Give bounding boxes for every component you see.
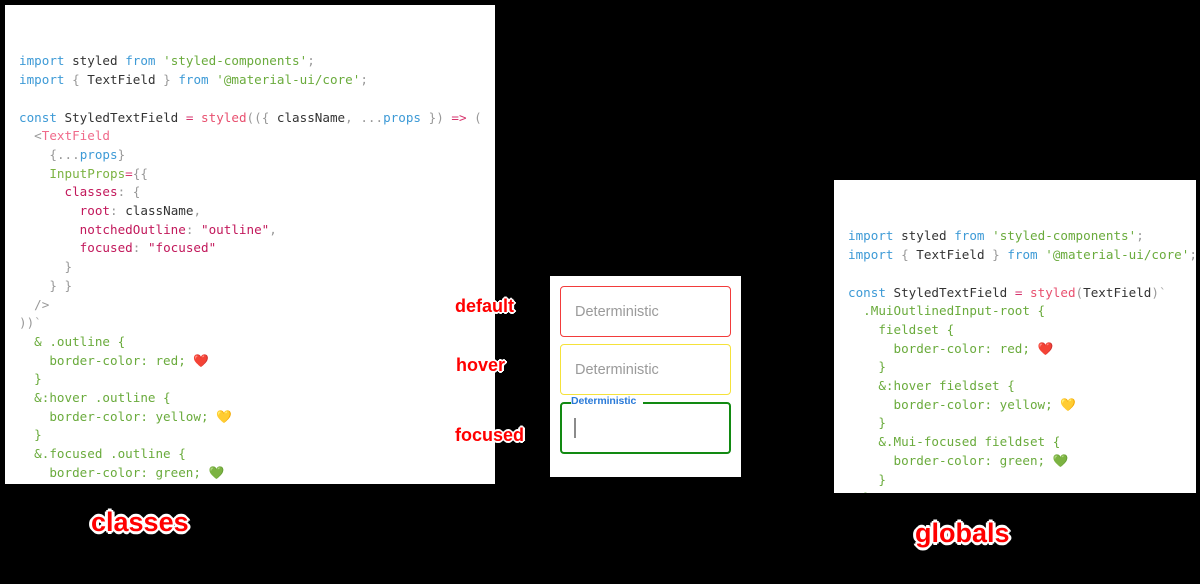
textfield-hover-placeholder: Deterministic xyxy=(575,361,659,378)
code-line: import { TextField } from '@material-ui/… xyxy=(19,72,368,88)
code-block-globals: import styled from 'styled-components'; i… xyxy=(848,227,1196,493)
code-line xyxy=(19,90,495,109)
code-line: } } xyxy=(49,277,73,293)
code-line: border-color: yellow; 💛 xyxy=(848,396,1076,412)
code-line: &:hover .outline { xyxy=(19,390,171,406)
textfield-focused[interactable]: Deterministic xyxy=(560,395,731,454)
code-line: & .outline { xyxy=(19,333,126,349)
code-line: &.focused .outline { xyxy=(19,446,186,462)
code-line: root: className, xyxy=(79,203,202,219)
code-line: border-color: green; 💚 xyxy=(19,464,225,480)
code-line: import styled from 'styled-components'; xyxy=(19,53,315,69)
code-line: border-color: yellow; 💛 xyxy=(19,408,232,424)
code-line: focused: "focused" xyxy=(79,240,217,256)
code-line: border-color: red; ❤️ xyxy=(848,340,1054,356)
code-line: } xyxy=(19,483,495,485)
code-line: border-color: red; ❤️ xyxy=(19,352,210,368)
code-line: InputProps={{ xyxy=(49,165,148,181)
code-line: ))` xyxy=(19,315,42,331)
code-line: } xyxy=(848,415,886,431)
caption-classes: classes xyxy=(91,507,189,537)
code-line: classes: { xyxy=(64,184,141,200)
textfield-default[interactable]: Deterministic xyxy=(560,286,731,337)
code-line: .MuiOutlinedInput-root { xyxy=(848,303,1046,319)
code-block-classes: import styled from 'styled-components'; i… xyxy=(19,52,495,484)
code-line: notchedOutline: "outline", xyxy=(79,221,277,237)
code-line xyxy=(848,265,1196,284)
textfield-focused-label: Deterministic xyxy=(571,395,637,407)
code-line: fieldset { xyxy=(848,321,955,337)
code-line: &:hover fieldset { xyxy=(848,378,1015,394)
code-line: {...props} xyxy=(49,146,126,162)
code-line: } xyxy=(19,427,42,443)
caption-globals: globals xyxy=(915,518,1010,548)
code-line: <TextField xyxy=(34,128,111,144)
code-line: /> xyxy=(34,296,50,312)
code-line: const StyledTextField = styled(({ classN… xyxy=(19,109,482,125)
textfield-demo-panel: Deterministic Deterministic Deterministi… xyxy=(550,276,741,477)
code-line: border-color: green; 💚 xyxy=(848,452,1069,468)
code-line: } xyxy=(848,359,886,375)
notched-outline xyxy=(560,402,731,454)
code-panel-classes: import styled from 'styled-components'; i… xyxy=(5,5,495,484)
code-line: } xyxy=(19,371,42,387)
code-panel-globals: import styled from 'styled-components'; i… xyxy=(834,180,1196,493)
textfield-hover[interactable]: Deterministic xyxy=(560,344,731,395)
code-line: &.Mui-focused fieldset { xyxy=(848,434,1061,450)
annotation-focused: focused xyxy=(455,425,525,445)
textfield-default-placeholder: Deterministic xyxy=(575,303,659,320)
code-line: } xyxy=(848,471,886,487)
annotation-hover: hover xyxy=(456,355,506,375)
annotation-default: default xyxy=(455,296,515,316)
text-cursor xyxy=(574,418,576,438)
code-line: import styled from 'styled-components'; xyxy=(848,228,1144,244)
code-line: } xyxy=(64,259,73,275)
code-line: } xyxy=(848,489,1196,493)
code-line: const StyledTextField = styled(TextField… xyxy=(848,284,1167,300)
code-line: import { TextField } from '@material-ui/… xyxy=(848,247,1196,263)
